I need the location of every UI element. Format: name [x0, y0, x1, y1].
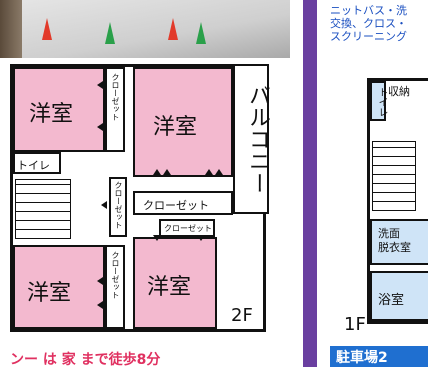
door-arrow-icon: [153, 169, 161, 175]
toilet: トイレ: [13, 152, 61, 174]
closet-vertical-1: クローゼット: [105, 67, 125, 152]
balcony-label: バルコニー: [245, 84, 270, 194]
wall-image: [0, 0, 22, 58]
closet-label: クローゼット: [143, 199, 209, 212]
washroom-label-1: 洗面: [378, 227, 400, 240]
promo-text: ンー は 家 まで徒歩8分: [10, 352, 161, 368]
room-western-3: 洋室: [13, 245, 105, 329]
room-label: 洋室: [153, 115, 198, 140]
traffic-cone-icon: [196, 22, 206, 44]
staircase: [15, 179, 71, 239]
room-western-2: 洋室: [133, 67, 233, 177]
door-arrow-icon: [197, 235, 205, 241]
closet-label: クローゼット: [111, 251, 120, 299]
room-label: 洋室: [147, 275, 192, 300]
toilet-label: トイレ: [17, 159, 50, 172]
floor-plan-1f: トイレ 収納 洗面 脱衣室 浴室: [367, 78, 428, 324]
door-arrow-icon: [215, 169, 223, 175]
door-arrow-icon: [97, 123, 103, 131]
closet-horizontal: クローゼット: [133, 191, 233, 215]
closet-label: クローゼット: [111, 73, 120, 121]
door-arrow-icon: [97, 277, 103, 285]
floor-plan-2f: 洋室 クローゼット 洋室 バルコニー トイレ クローゼット クローゼット クロー…: [10, 64, 270, 332]
renovation-line-3: スクリーニング: [330, 30, 407, 43]
closet-label: クローゼット: [164, 224, 212, 233]
door-arrow-icon: [101, 201, 107, 209]
washroom-label-2: 脱衣室: [378, 241, 411, 254]
balcony: バルコニー: [233, 64, 270, 214]
washroom: 洗面 脱衣室: [370, 219, 428, 265]
closet-vertical-2: クローゼット: [109, 177, 127, 237]
traffic-cone-icon: [42, 18, 52, 40]
door-arrow-icon: [97, 81, 103, 89]
door-arrow-icon: [153, 235, 161, 241]
door-arrow-icon: [163, 169, 171, 175]
staircase-1f: [372, 141, 416, 211]
renovation-line-1: ニットバス・洗: [330, 4, 407, 17]
room-label: 洋室: [29, 102, 74, 127]
floor-label-2f: 2F: [231, 305, 253, 326]
traffic-cone-icon: [168, 18, 178, 40]
section-separator: [303, 0, 317, 367]
closet-small: クローゼット: [159, 219, 215, 237]
closet-label: クローゼット: [114, 181, 123, 229]
renovation-line-2: 交換、クロス・: [330, 17, 407, 30]
property-photo: [0, 0, 290, 58]
room-western-1: 洋室: [13, 67, 105, 152]
door-arrow-icon: [97, 301, 103, 309]
toilet-label: トイレ: [376, 87, 387, 117]
floor-label-1f: 1F: [344, 314, 366, 335]
storage-label: 収納: [388, 85, 410, 98]
closet-vertical-3: クローゼット: [105, 245, 125, 329]
toilet-1f: トイレ: [370, 81, 387, 121]
door-arrow-icon: [205, 169, 213, 175]
bath-label: 浴室: [378, 293, 405, 308]
traffic-cone-icon: [105, 22, 115, 44]
parking-badge: 駐車場2: [330, 346, 428, 367]
bathroom: 浴室: [370, 271, 428, 321]
room-western-4: 洋室: [133, 237, 217, 329]
room-label: 洋室: [27, 281, 72, 306]
